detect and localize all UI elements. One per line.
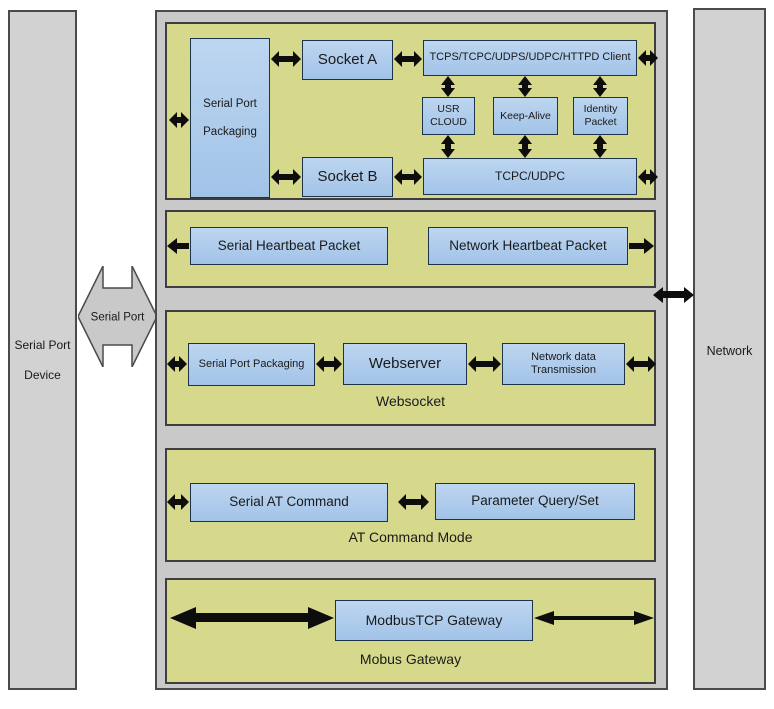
serial-at-command-box: Serial AT Command bbox=[190, 483, 388, 522]
heartbeat-section: Serial Heartbeat Packet Network Heartbea… bbox=[165, 210, 656, 288]
packaging-to-socket-b-double-arrow-icon bbox=[279, 174, 293, 180]
serial-port-device-label: Serial Port Device bbox=[10, 330, 75, 390]
tcp-client-label: TCPS/TCPC/UDPS/UDPC/HTTPD Client bbox=[429, 51, 631, 64]
network-heartbeat-packet-label: Network Heartbeat Packet bbox=[449, 237, 607, 253]
serial-port-connector-label: Serial Port bbox=[91, 312, 145, 324]
socket-a-box: Socket A bbox=[302, 40, 393, 80]
socket-section: Serial Port Packaging Socket A TCPS/TCPC… bbox=[165, 22, 656, 200]
tcpc-udpc-box: TCPC/UDPC bbox=[423, 158, 637, 195]
at-command-section: Serial AT Command Parameter Query/Set AT… bbox=[165, 448, 656, 562]
modbus-tcp-gateway-box: ModbusTCP Gateway bbox=[335, 600, 533, 641]
edge-to-serial-at-double-arrow-icon bbox=[175, 499, 181, 505]
parameter-query-set-box: Parameter Query/Set bbox=[435, 483, 635, 520]
webserver-to-network-data-double-arrow-icon bbox=[476, 361, 493, 367]
client-to-usr-cloud-double-arrow-icon bbox=[445, 85, 451, 88]
modbus-to-edge-double-arrow-icon bbox=[554, 616, 634, 620]
usr-cloud-line1: USR bbox=[437, 103, 460, 116]
network-heartbeat-packet-box: Network Heartbeat Packet bbox=[428, 227, 628, 265]
serial-at-command-label: Serial AT Command bbox=[229, 494, 349, 510]
usr-cloud-to-tcpc-double-arrow-icon bbox=[445, 144, 451, 149]
socket-b-label: Socket B bbox=[317, 167, 378, 185]
network-data-to-edge-double-arrow-icon bbox=[634, 361, 648, 367]
keep-alive-label: Keep-Alive bbox=[500, 109, 551, 122]
packaging-to-webserver-double-arrow-icon bbox=[324, 361, 334, 367]
websocket-section: Serial Port Packaging Webserver Network … bbox=[165, 310, 656, 426]
edge-to-modbus-double-arrow-icon bbox=[196, 613, 308, 622]
network-heartbeat-right-arrow-icon bbox=[629, 243, 644, 249]
packaging-to-socket-a-double-arrow-icon bbox=[279, 56, 293, 62]
keep-alive-box: Keep-Alive bbox=[493, 97, 558, 135]
identity-packet-line2: Packet bbox=[584, 116, 617, 128]
serial-heartbeat-left-arrow-icon bbox=[177, 243, 189, 249]
websocket-section-label: Websocket bbox=[376, 393, 445, 409]
socket-b-box: Socket B bbox=[302, 157, 393, 197]
modbus-section: ModbusTCP Gateway Mobus Gateway bbox=[165, 578, 656, 684]
usr-cloud-box: USR CLOUD bbox=[422, 97, 475, 135]
network-data-line1: Network data bbox=[531, 350, 596, 363]
serial-port-device-label-line1: Serial Port bbox=[14, 338, 71, 352]
network-label: Network bbox=[706, 344, 753, 358]
serial-port-device-panel: Serial Port Device bbox=[8, 10, 77, 690]
serial-at-to-parameter-double-arrow-icon bbox=[406, 499, 421, 505]
serial-heartbeat-packet-label: Serial Heartbeat Packet bbox=[217, 237, 361, 253]
modbus-tcp-gateway-label: ModbusTCP Gateway bbox=[365, 611, 503, 628]
serial-port-packaging-box: Serial Port Packaging bbox=[190, 38, 270, 198]
socket-a-to-client-double-arrow-icon bbox=[402, 56, 414, 62]
websocket-serial-port-packaging-label: Serial Port Packaging bbox=[198, 357, 305, 370]
container-to-network-double-arrow-icon bbox=[663, 291, 684, 298]
network-panel: Network bbox=[693, 8, 766, 690]
network-data-line2: Transmission bbox=[531, 364, 596, 376]
identity-to-tcpc-double-arrow-icon bbox=[597, 144, 603, 149]
at-command-section-label: AT Command Mode bbox=[348, 529, 473, 545]
websocket-serial-port-packaging-box: Serial Port Packaging bbox=[188, 343, 315, 386]
serial-heartbeat-packet-box: Serial Heartbeat Packet bbox=[190, 227, 388, 265]
serial-port-packaging-line1: Serial Port bbox=[203, 97, 257, 110]
modbus-section-label: Mobus Gateway bbox=[359, 651, 462, 667]
edge-to-websocket-packaging-double-arrow-icon bbox=[175, 361, 179, 367]
network-data-transmission-box: Network data Transmission bbox=[502, 343, 625, 385]
parameter-query-set-label: Parameter Query/Set bbox=[471, 493, 599, 509]
protocol-stack-container: Serial Port Packaging Socket A TCPS/TCPC… bbox=[155, 10, 668, 690]
keep-alive-to-tcpc-double-arrow-icon bbox=[522, 144, 528, 149]
socket-b-to-tcpc-double-arrow-icon bbox=[402, 174, 414, 180]
usr-cloud-line2: CLOUD bbox=[430, 116, 467, 128]
webserver-label: Webserver bbox=[368, 354, 442, 372]
tcpc-to-network-double-arrow-icon bbox=[646, 174, 650, 180]
serial-port-device-label-line2: Device bbox=[24, 368, 61, 382]
serial-port-connector-arrow-icon: Serial Port bbox=[78, 266, 157, 367]
tcpc-udpc-label: TCPC/UDPC bbox=[494, 169, 565, 184]
client-to-network-double-arrow-icon bbox=[646, 55, 650, 61]
client-to-keep-alive-double-arrow-icon bbox=[522, 85, 528, 88]
tcp-client-box: TCPS/TCPC/UDPS/UDPC/HTTPD Client bbox=[423, 40, 637, 76]
socket-a-label: Socket A bbox=[317, 50, 378, 68]
edge-to-packaging-double-arrow-icon bbox=[177, 117, 181, 123]
identity-packet-box: Identity Packet bbox=[573, 97, 628, 135]
serial-port-packaging-line2: Packaging bbox=[203, 126, 257, 138]
webserver-box: Webserver bbox=[343, 343, 467, 385]
client-to-identity-double-arrow-icon bbox=[597, 85, 603, 88]
identity-packet-line1: Identity bbox=[583, 103, 618, 116]
